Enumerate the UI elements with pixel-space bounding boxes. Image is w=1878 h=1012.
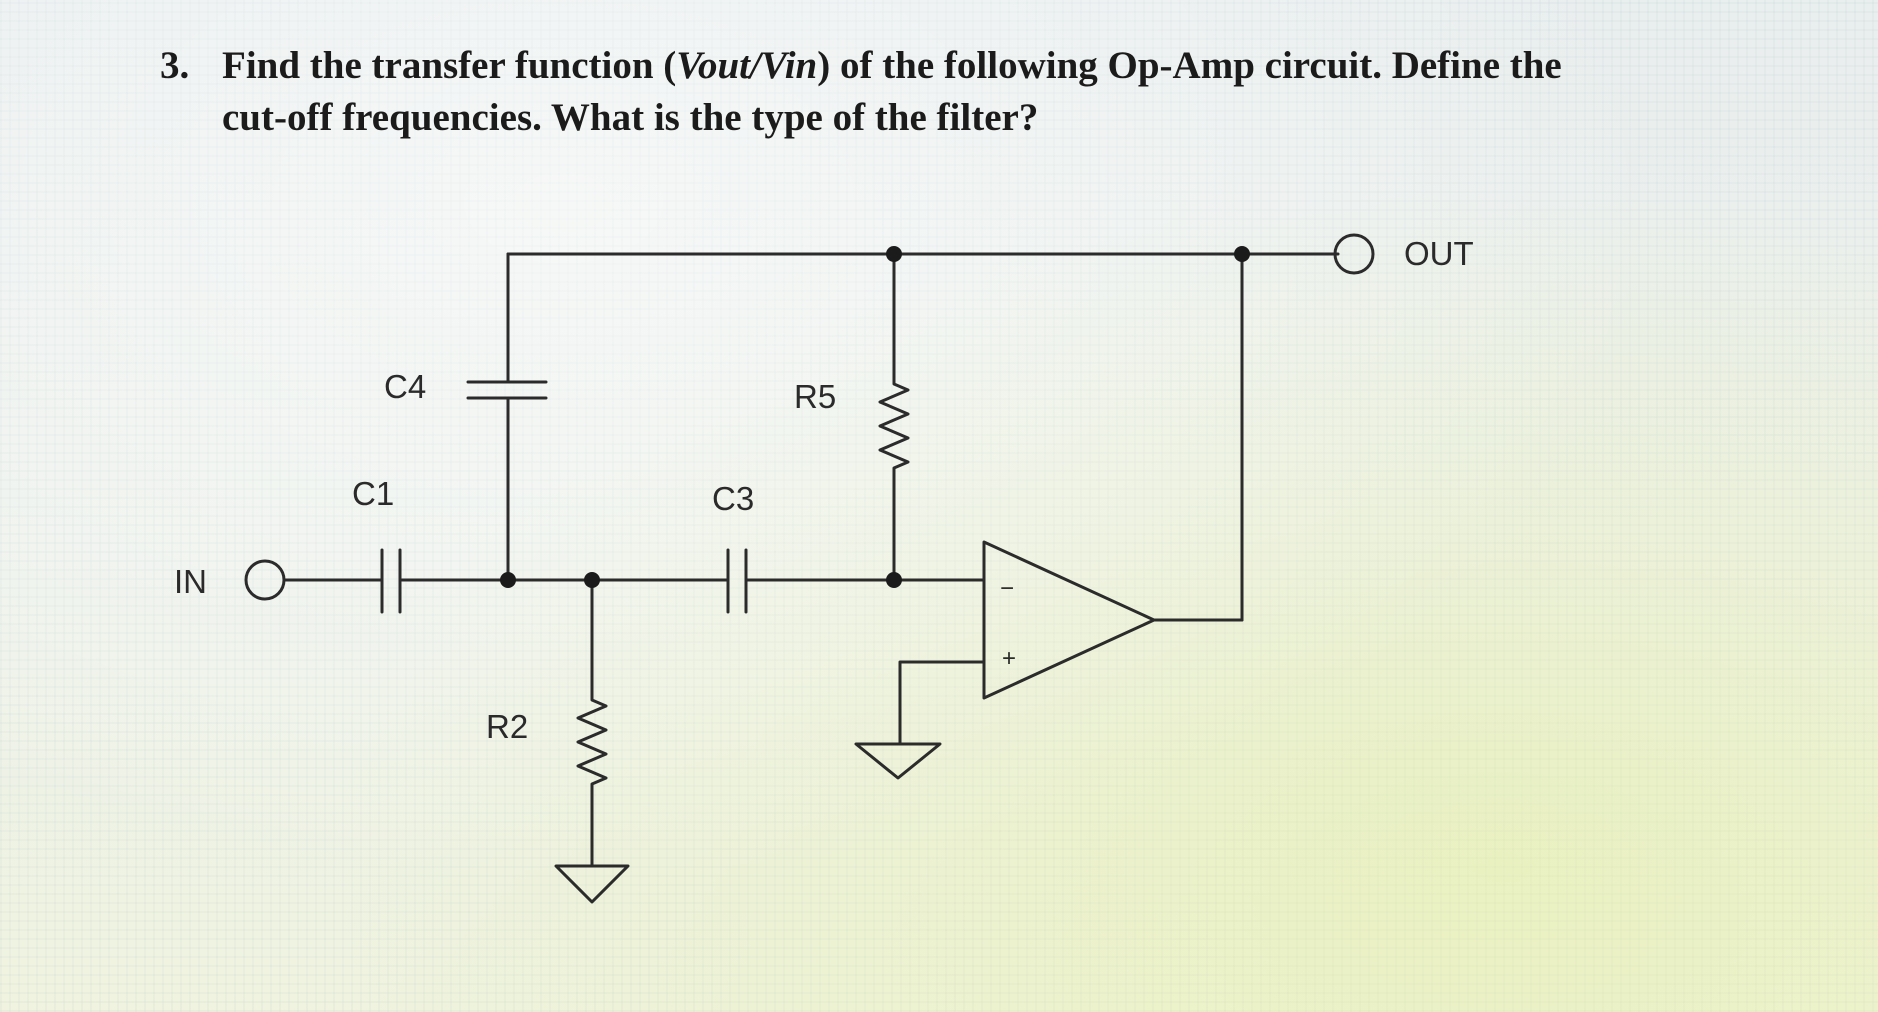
output-label: OUT (1404, 235, 1474, 272)
question-text-before: Find the transfer function ( (222, 44, 677, 87)
question-text: 3. Find the transfer function (Vout/Vin) … (160, 40, 1800, 144)
inverting-input-label: − (1000, 575, 1014, 602)
question-line-2: cut-off frequencies. What is the type of… (222, 96, 1039, 139)
capacitor-c1 (380, 548, 402, 614)
c3-label: C3 (712, 480, 754, 517)
capacitor-c4 (466, 380, 548, 400)
input-label: IN (174, 563, 207, 600)
junction-dot (584, 572, 600, 588)
input-terminal (244, 559, 286, 601)
junction-dot (886, 246, 902, 262)
r5-label: R5 (794, 378, 836, 415)
noninverting-input-label: + (1002, 645, 1016, 672)
question-line-1: 3. Find the transfer function (Vout/Vin) … (160, 40, 1800, 92)
transfer-function-formula: Vout/Vin (676, 44, 818, 87)
r2-label: R2 (486, 708, 528, 745)
capacitor-c3 (726, 548, 748, 614)
question-number: 3. (160, 44, 190, 87)
question-text-after: ) of the following Op-Amp circuit. Defin… (817, 44, 1562, 87)
c4-label: C4 (384, 368, 426, 405)
resistor-r5 (878, 252, 910, 582)
wire-noninverting-ground (898, 660, 986, 746)
junction-dot (1234, 246, 1250, 262)
c1-label: C1 (352, 475, 394, 512)
op-amp (982, 540, 1156, 700)
ground-symbol-r2 (554, 864, 630, 904)
ground-symbol-opamp (854, 742, 942, 780)
resistor-r2 (576, 578, 608, 868)
output-terminal (1333, 233, 1375, 275)
junction-dot (886, 572, 902, 588)
junction-dot (500, 572, 516, 588)
